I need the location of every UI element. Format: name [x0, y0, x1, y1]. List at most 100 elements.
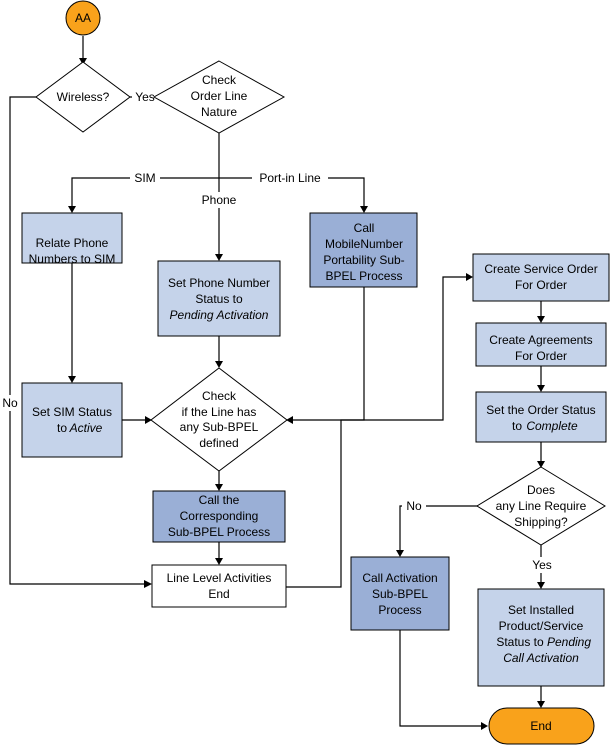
orderstatus-line-2: to — [512, 419, 522, 433]
setphone-line-2: Status to — [195, 292, 243, 306]
process-set-order-status: Set the Order Status to Complete — [475, 391, 607, 443]
relate-box — [21, 212, 123, 264]
setsim-box — [21, 382, 123, 458]
connector-sim — [71, 177, 219, 210]
arrow-head — [537, 316, 545, 323]
decision-shipping: Does any Line Require Shipping? — [476, 466, 606, 546]
agreements-line-2: For Order — [515, 349, 567, 363]
no-label: No — [2, 396, 18, 410]
service-line-2: For Order — [515, 278, 567, 292]
shipping-diamond — [476, 466, 606, 546]
arrow-head — [215, 254, 223, 261]
connectors — [9, 36, 545, 730]
process-set-installed-product: Set Installed Product/Service Status to … — [477, 588, 605, 687]
shipping-line-2: any Line Require — [496, 499, 587, 513]
installed-line-1: Set Installed — [508, 603, 574, 617]
arrow-head — [360, 206, 368, 213]
lineend-box — [151, 564, 287, 608]
arrow-head — [215, 484, 223, 491]
orderstatus-italic: Complete — [526, 419, 578, 433]
orderstatus-box — [475, 391, 607, 443]
label-bg — [130, 170, 160, 186]
process-set-phone-number-status: Set Phone Number Status to Pending Activ… — [157, 260, 281, 337]
service-box — [472, 253, 610, 302]
process-line-level-end: Line Level Activities End — [151, 564, 287, 608]
connector-activation-end — [399, 630, 483, 727]
orderstatus-line-1: Set the Order Status — [486, 403, 595, 417]
nature-line-2: Order Line — [191, 89, 248, 103]
shipping-line-1: Does — [527, 483, 555, 497]
connector-mnp-check — [290, 287, 365, 421]
decision-wireless: Wireless? — [35, 61, 131, 133]
installed-box — [477, 588, 605, 687]
process-call-mnp: Call MobileNumber Portability Sub- BPEL … — [309, 212, 418, 288]
arrow-head — [466, 273, 473, 281]
callcorr-box — [152, 490, 286, 543]
lineend-line-1: Line Level Activities — [167, 571, 272, 585]
installed-line-3: Status to — [496, 635, 544, 649]
mnp-line-4: BPEL Process — [326, 269, 403, 283]
nature-diamond — [152, 60, 286, 134]
mnp-line-2: MobileNumber — [325, 237, 403, 251]
port-in-label: Port-in Line — [259, 171, 321, 185]
setsim-line-2: to — [57, 421, 67, 435]
process-relate-phone-numbers: Relate Phone Numbers to SIM — [21, 212, 123, 266]
end-node: End — [488, 707, 595, 745]
start-circle — [65, 0, 101, 36]
service-line-1: Create Service Order — [484, 262, 597, 276]
yes-shipping-label: Yes — [532, 558, 552, 572]
arrow-head — [68, 206, 76, 213]
nature-line-3: Nature — [201, 105, 237, 119]
process-create-service-order: Create Service Order For Order — [472, 253, 610, 302]
phone-label: Phone — [202, 193, 237, 207]
setphone-line-1: Set Phone Number — [168, 276, 270, 290]
decision-order-line-nature: Check Order Line Nature — [152, 60, 286, 134]
installed-italic-b: Call Activation — [503, 651, 579, 665]
arrow-head — [537, 461, 545, 468]
arrow-head — [215, 558, 223, 565]
connector-lineend-service — [286, 276, 469, 588]
subbpel-line-2: if the Line has — [182, 405, 257, 419]
label-bg — [0, 395, 20, 411]
wireless-label: Wireless? — [57, 90, 110, 104]
subbpel-line-3: any Sub-BPEL — [180, 420, 259, 434]
mnp-line-3: Portability Sub- — [323, 253, 404, 267]
wireless-diamond — [35, 61, 131, 133]
arrow-head — [215, 361, 223, 368]
callcorr-line-3: Sub-BPEL Process — [168, 525, 270, 539]
label-bg — [402, 498, 426, 514]
label-bg — [132, 89, 158, 105]
arrow-head — [537, 701, 545, 708]
start-label: AA — [75, 11, 91, 25]
activation-line-3: Process — [378, 603, 421, 617]
subbpel-line-4: defined — [199, 436, 238, 450]
label-bg — [197, 192, 241, 208]
label-bg — [528, 557, 556, 573]
sim-label: SIM — [134, 171, 155, 185]
lineend-line-2: End — [208, 587, 229, 601]
arrow-head — [145, 416, 152, 424]
setphone-line-3: Pending Activation — [170, 308, 269, 322]
activation-line-2: Sub-BPEL — [372, 587, 428, 601]
subbpel-line-1: Check — [202, 389, 237, 403]
end-label: End — [530, 719, 551, 733]
connector-wireless-no — [9, 96, 146, 585]
setsim-italic: Active — [69, 421, 103, 435]
start-node: AA — [65, 0, 101, 36]
arrow-head — [396, 550, 404, 557]
shipping-line-3: Shipping? — [514, 515, 568, 529]
connector-shipping-no — [399, 505, 478, 553]
arrow-head — [68, 376, 76, 383]
no-shipping-label: No — [406, 499, 422, 513]
process-call-corresponding: Call the Corresponding Sub-BPEL Process — [152, 490, 286, 543]
agreements-line-1: Create Agreements — [489, 333, 592, 347]
setphone-box — [157, 260, 281, 337]
subbpel-diamond — [150, 367, 288, 472]
process-set-sim-status: Set SIM Status to Active — [21, 382, 123, 458]
decision-subbpel: Check if the Line has any Sub-BPEL defin… — [150, 367, 288, 472]
process-call-activation: Call Activation Sub-BPEL Process — [350, 556, 450, 631]
activation-box — [350, 556, 450, 631]
end-terminal — [488, 707, 595, 745]
installed-italic-a: Pending — [547, 635, 591, 649]
